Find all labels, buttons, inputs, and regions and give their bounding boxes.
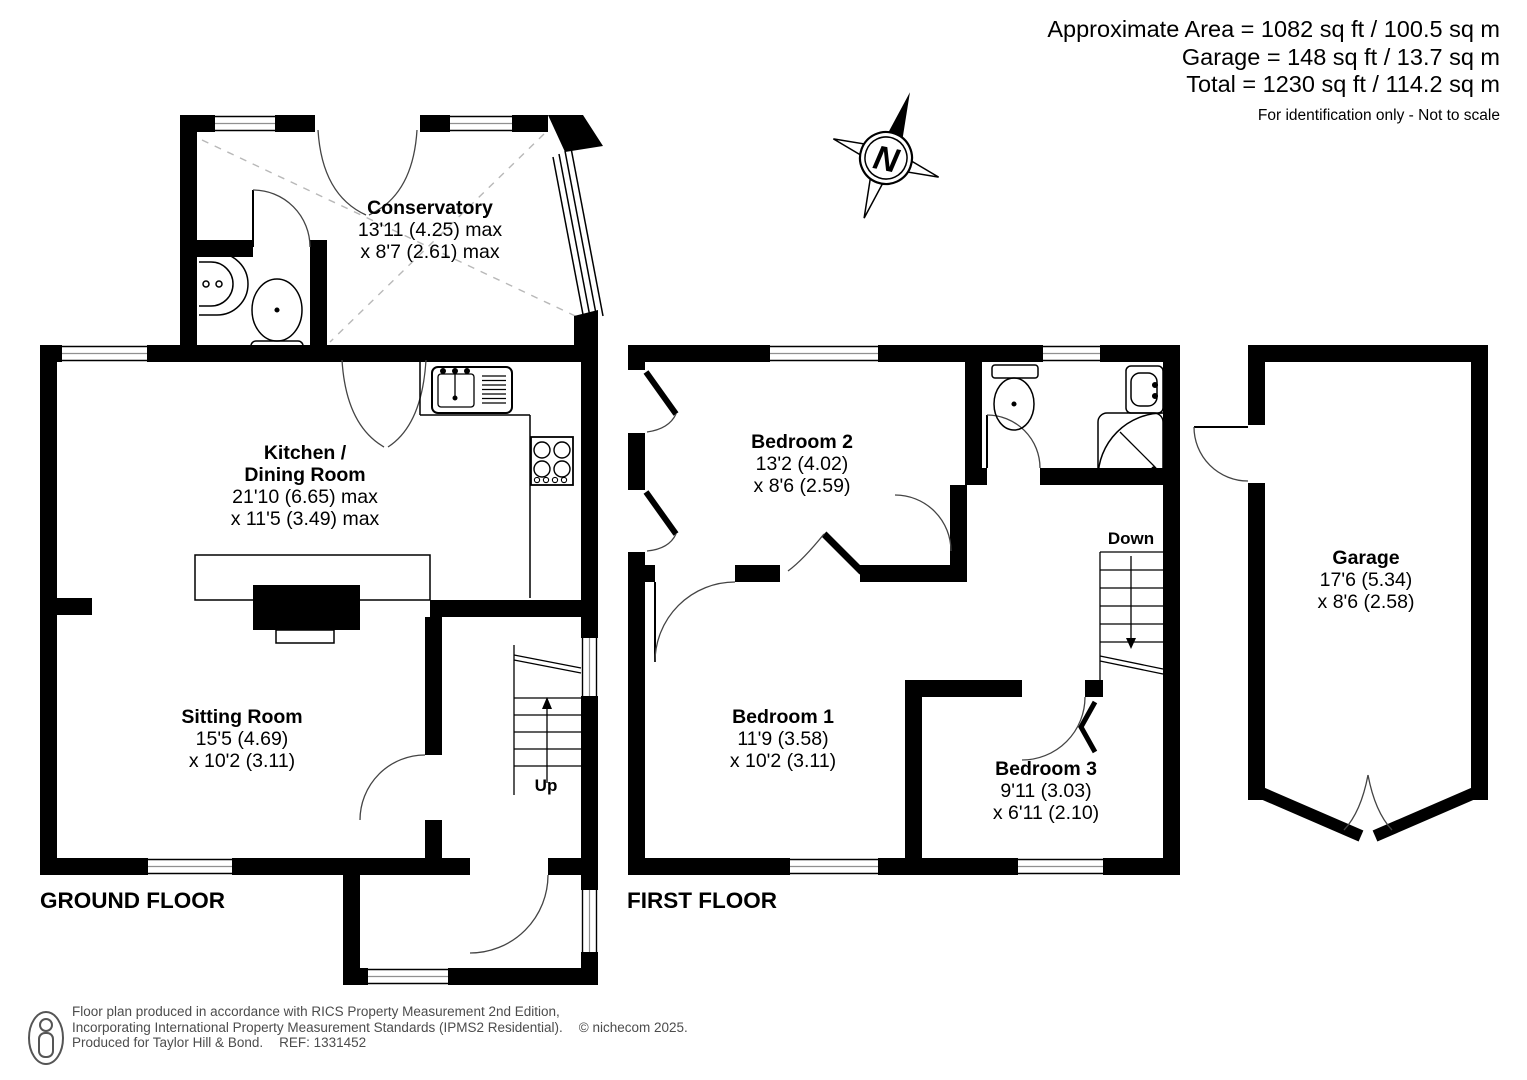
kitchen-hob xyxy=(530,436,574,486)
room-dimension: x 10'2 (3.11) xyxy=(188,750,296,772)
window xyxy=(450,115,512,132)
conservatory-glazing xyxy=(552,147,604,326)
window xyxy=(581,638,598,696)
ground-floor-plan xyxy=(40,115,604,985)
shower xyxy=(1097,412,1164,479)
window xyxy=(148,858,232,875)
room-name: Dining Room xyxy=(244,464,366,486)
footer-ref: REF: 1331452 xyxy=(279,1035,367,1050)
bifold-cupboard-door xyxy=(1078,700,1098,754)
sitting-room-door xyxy=(359,754,426,821)
room-dimension: 9'11 (3.03) xyxy=(1000,780,1092,802)
footer-attribution: Floor plan produced in accordance with R… xyxy=(72,1004,688,1051)
first-floor-windows xyxy=(628,345,1103,875)
footer-copyright: © nichecom 2025. xyxy=(578,1019,688,1035)
window xyxy=(581,890,598,952)
first-floor-plan xyxy=(628,345,1180,875)
stairs-up-label: Up xyxy=(534,776,558,795)
footer-ipms: Incorporating International Property Mea… xyxy=(72,1019,563,1035)
garage-label: Garage 17'6 (5.34) x 8'6 (2.58) xyxy=(1318,547,1415,613)
window xyxy=(368,968,448,985)
first-floor-doors xyxy=(654,414,1098,761)
compass-rose xyxy=(832,92,940,219)
window xyxy=(790,858,878,875)
bathroom-door xyxy=(986,414,1041,469)
garage-plan xyxy=(1193,345,1488,842)
window xyxy=(215,115,275,132)
wc-door xyxy=(252,189,311,248)
kitchen-french-doors xyxy=(387,359,427,448)
kitchen-sink xyxy=(431,366,513,414)
bedroom-3-door xyxy=(1021,696,1086,761)
conservatory-roof-dashed-lines xyxy=(201,133,589,343)
window xyxy=(1043,345,1100,362)
area-summary: Approximate Area = 1082 sq ft / 100.5 sq… xyxy=(1047,16,1500,129)
ground-floor-windows xyxy=(62,115,598,985)
ground-floor-title: GROUND FLOOR xyxy=(40,888,225,913)
room-dimension: x 6'11 (2.10) xyxy=(992,802,1100,824)
room-name: Kitchen / xyxy=(263,442,347,464)
bedroom-1-label: Bedroom 1 11'9 (3.58) x 10'2 (3.11) xyxy=(730,706,836,772)
kitchen-dining-label: Kitchen / Dining Room 21'10 (6.65) max x… xyxy=(231,442,380,530)
room-dimension: x 8'7 (2.61) max xyxy=(360,241,500,263)
garage-area-line: Garage = 148 sq ft / 13.7 sq m xyxy=(1181,43,1500,70)
approximate-area-line: Approximate Area = 1082 sq ft / 100.5 sq… xyxy=(1047,16,1500,42)
garage-side-door xyxy=(1193,426,1249,482)
wc-toilet xyxy=(250,278,304,355)
room-name: Conservatory xyxy=(367,197,493,219)
conservatory-french-doors xyxy=(317,129,367,216)
bedroom-1-door xyxy=(654,581,736,663)
window xyxy=(1018,858,1103,875)
sitting-room-label: Sitting Room 15'5 (4.69) x 10'2 (3.11) xyxy=(181,706,302,772)
bathroom-sink xyxy=(1125,365,1164,414)
ground-floor-doors xyxy=(252,129,549,954)
bathroom-toilet xyxy=(991,364,1039,431)
stairs-down xyxy=(1099,551,1164,697)
footer-line-3: Produced for Taylor Hill & Bond. REF: 133… xyxy=(72,1035,688,1051)
window xyxy=(62,345,147,362)
room-dimension: 11'9 (3.58) xyxy=(737,728,829,750)
room-dimension: 13'11 (4.25) max xyxy=(357,219,503,241)
disclaimer: For identification only - Not to scale xyxy=(1257,106,1500,124)
room-name: Bedroom 3 xyxy=(995,758,1097,780)
ground-floor-walls xyxy=(40,115,603,985)
conservatory-label: Conservatory 13'11 (4.25) max x 8'7 (2.6… xyxy=(358,197,502,263)
conservatory-french-doors xyxy=(368,129,418,216)
garage-walls xyxy=(1248,345,1488,800)
room-dimension: 17'6 (5.34) xyxy=(1319,569,1413,591)
kitchen-french-doors xyxy=(341,359,385,448)
footer-produced-for: Produced for Taylor Hill & Bond. xyxy=(72,1035,264,1050)
room-name: Bedroom 2 xyxy=(751,431,853,453)
window xyxy=(770,345,878,362)
room-dimension: x 8'6 (2.58) xyxy=(1317,591,1415,613)
porch-door xyxy=(469,874,549,954)
room-dimension: x 8'6 (2.59) xyxy=(753,475,851,497)
total-area-line: Total = 1230 sq ft / 114.2 sq m xyxy=(1186,71,1500,97)
bedroom-2-label: Bedroom 2 13'2 (4.02) x 8'6 (2.59) xyxy=(751,431,853,497)
room-name: Garage xyxy=(1332,547,1400,569)
room-name: Bedroom 1 xyxy=(732,706,834,728)
footer-line-1: Floor plan produced in accordance with R… xyxy=(72,1004,560,1019)
garage-main-doors xyxy=(1254,774,1482,842)
person-icon xyxy=(28,1011,64,1065)
room-dimension: 15'5 (4.69) xyxy=(195,728,289,750)
room-dimension: 13'2 (4.02) xyxy=(755,453,849,475)
bedroom-2-door xyxy=(787,531,865,575)
wc-sink xyxy=(199,252,249,316)
casement-opening xyxy=(628,490,679,552)
room-name: Sitting Room xyxy=(181,706,303,728)
footer-line-2: Incorporating International Property Mea… xyxy=(72,1020,688,1036)
room-dimension: x 10'2 (3.11) xyxy=(729,750,837,772)
first-floor-title: FIRST FLOOR xyxy=(627,888,777,913)
stairs-down-label: Down xyxy=(1107,529,1155,548)
room-dimension: x 11'5 (3.49) max xyxy=(230,508,380,530)
landing-door xyxy=(894,494,952,552)
room-dimension: 21'10 (6.65) max xyxy=(232,486,378,508)
kitchen-counter xyxy=(194,362,531,644)
stairs-up xyxy=(513,645,582,795)
bedroom-3-label: Bedroom 3 9'11 (3.03) x 6'11 (2.10) xyxy=(993,758,1099,824)
casement-opening xyxy=(628,370,679,433)
